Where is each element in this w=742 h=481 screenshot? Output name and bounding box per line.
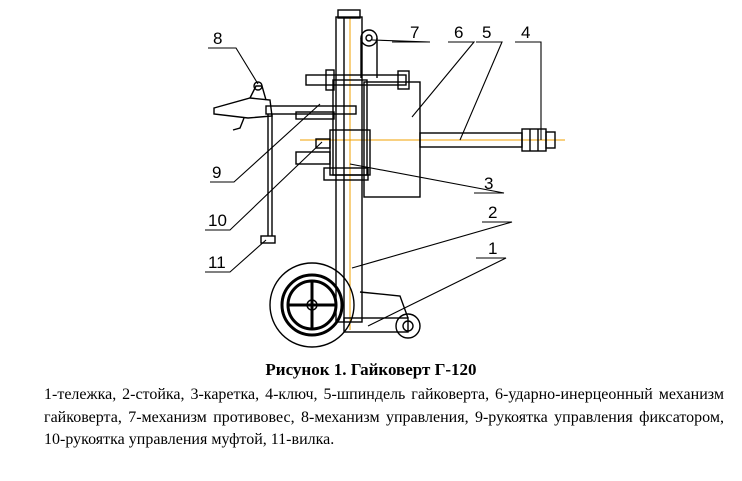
figure-legend: 1-тележка, 2-стойка, 3-каретка, 4-ключ, … (44, 386, 724, 448)
fork-rod (260, 114, 276, 244)
leader-lines (205, 39, 542, 327)
callout-9: 9 (212, 163, 221, 182)
callout-5: 5 (482, 23, 491, 42)
carriage (323, 79, 371, 181)
callout-3: 3 (484, 174, 493, 193)
clutch-handle (295, 138, 331, 165)
top-lever (305, 69, 410, 91)
control-handle (213, 81, 357, 131)
callout-4: 4 (521, 23, 530, 42)
wrench-key (521, 128, 556, 152)
callout-6: 6 (454, 23, 463, 42)
callout-11: 11 (208, 253, 226, 272)
technical-drawing: 1 2 3 4 5 6 7 8 9 10 11 (205, 9, 565, 348)
callout-1: 1 (488, 239, 497, 258)
callout-2: 2 (488, 203, 497, 222)
trolley (269, 262, 421, 348)
stand-column (335, 9, 363, 323)
callout-8: 8 (213, 29, 222, 48)
counterweight-mechanism (360, 29, 378, 78)
callout-10: 10 (208, 211, 227, 230)
callout-7: 7 (410, 23, 419, 42)
figure-caption: Рисунок 1. Гайковерт Г-120 (265, 360, 477, 379)
